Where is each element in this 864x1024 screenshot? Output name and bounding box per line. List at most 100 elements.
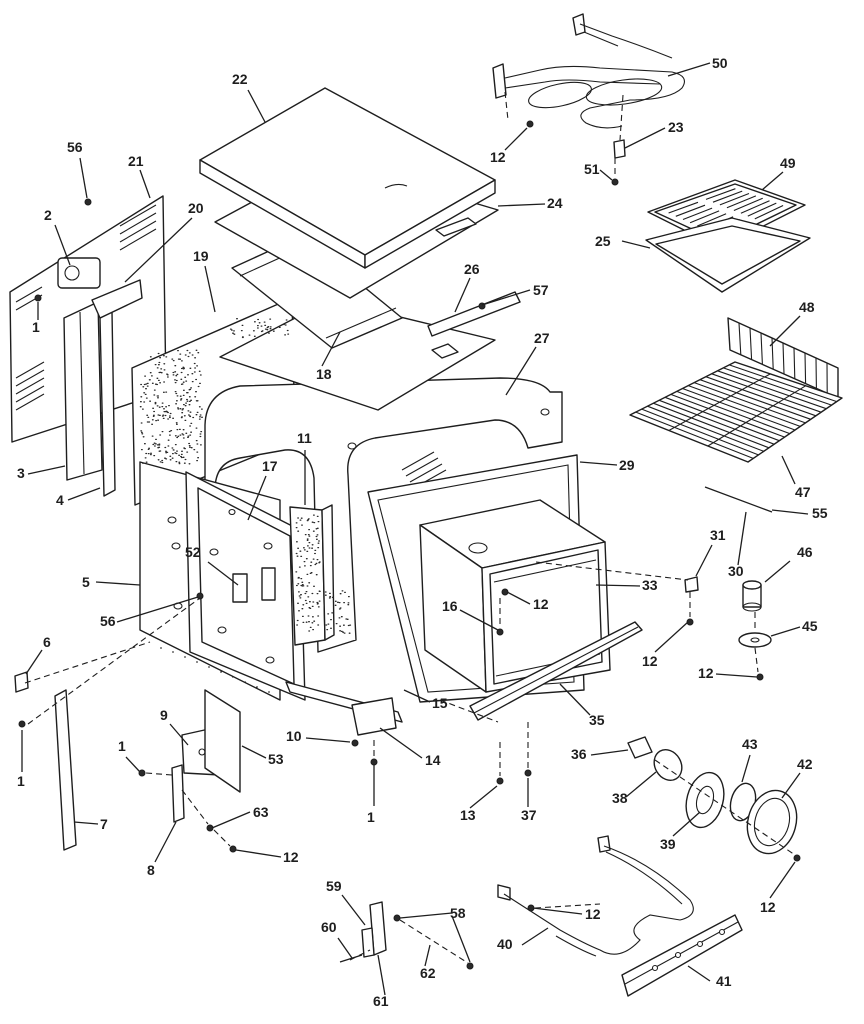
leader-line bbox=[715, 673, 758, 678]
leader-line bbox=[241, 745, 267, 759]
callout-label: 59 bbox=[326, 878, 342, 894]
screw bbox=[34, 294, 42, 302]
assembly-line bbox=[24, 641, 151, 684]
mounting-hole bbox=[265, 656, 275, 664]
callout-label: 20 bbox=[188, 200, 204, 216]
wrapper-hole bbox=[347, 442, 357, 450]
screw bbox=[393, 914, 401, 922]
liner-opening bbox=[489, 549, 603, 685]
callout-label: 3 bbox=[17, 465, 25, 481]
bracket-hole bbox=[674, 951, 682, 959]
callout-label: 50 bbox=[712, 55, 728, 71]
callout-label: 33 bbox=[642, 577, 658, 593]
leader-line bbox=[25, 649, 43, 675]
broil-element-rods bbox=[504, 23, 685, 129]
callout-label: 49 bbox=[780, 155, 796, 171]
assembly-line bbox=[504, 91, 509, 121]
callout-label: 60 bbox=[321, 919, 337, 935]
insulation-block-side bbox=[321, 504, 335, 641]
callout-label: 53 bbox=[268, 751, 284, 767]
callout-label: 56 bbox=[100, 613, 116, 629]
callout-label: 14 bbox=[425, 752, 441, 768]
leader-line bbox=[654, 621, 689, 653]
wrapper-hole bbox=[540, 408, 550, 416]
top-panel-side-edge bbox=[364, 179, 496, 269]
bracket-hole bbox=[696, 940, 704, 948]
leader-line bbox=[337, 937, 353, 959]
terminal-hole bbox=[64, 265, 80, 281]
leader-line bbox=[672, 811, 701, 837]
leader-line bbox=[79, 157, 88, 199]
leader-line bbox=[247, 89, 266, 123]
leader-line bbox=[770, 626, 801, 637]
broil-element-loop bbox=[528, 81, 592, 109]
screw bbox=[496, 777, 504, 785]
element-bracket bbox=[613, 139, 626, 159]
rack-support-clip bbox=[684, 576, 699, 593]
callout-label: 5 bbox=[82, 574, 90, 590]
leader-line bbox=[504, 127, 528, 151]
leader-line bbox=[737, 511, 747, 566]
callout-labels: 22 50 12 23 51 49 56 21 20 2 24 25 19 26… bbox=[17, 55, 828, 1009]
callout-label: 19 bbox=[193, 248, 209, 264]
callout-label: 56 bbox=[67, 139, 83, 155]
callout-label: 48 bbox=[799, 299, 815, 315]
oven-rack bbox=[629, 317, 843, 463]
assembly-line bbox=[654, 759, 796, 856]
mounting-hole bbox=[209, 548, 219, 556]
screw bbox=[466, 962, 474, 970]
leader-line bbox=[481, 289, 531, 306]
screw bbox=[18, 720, 26, 728]
front-trim-bead bbox=[473, 626, 639, 714]
leader-line bbox=[769, 315, 801, 347]
leader-line bbox=[590, 749, 629, 756]
assembly-line bbox=[181, 789, 209, 825]
bake-element-terminal bbox=[597, 835, 611, 853]
screw bbox=[686, 618, 694, 626]
rear-panel-vents bbox=[15, 204, 157, 411]
callout-label: 1 bbox=[118, 738, 126, 754]
callout-label: 37 bbox=[521, 807, 537, 823]
broil-element-terminal bbox=[572, 13, 586, 36]
leader-line bbox=[235, 849, 282, 858]
lamp-socket bbox=[627, 736, 653, 759]
leader-line bbox=[54, 224, 71, 266]
light-housing-top bbox=[742, 580, 762, 590]
leader-line bbox=[169, 723, 189, 746]
callout-label: 15 bbox=[432, 695, 448, 711]
callout-label: 12 bbox=[585, 906, 601, 922]
leader-line bbox=[67, 487, 101, 501]
callout-label: 62 bbox=[420, 965, 436, 981]
callout-label: 43 bbox=[742, 736, 758, 752]
leader-line bbox=[497, 203, 546, 207]
callout-label: 7 bbox=[100, 816, 108, 832]
screw bbox=[524, 769, 532, 777]
callout-label: 12 bbox=[760, 899, 776, 915]
broiler-pan bbox=[645, 217, 811, 293]
leader-line bbox=[139, 169, 151, 199]
panel-cutout-right bbox=[261, 567, 276, 601]
lamp-bulb bbox=[653, 748, 683, 782]
leader-line bbox=[377, 954, 386, 996]
leader-line bbox=[211, 811, 251, 829]
callout-label: 57 bbox=[533, 282, 549, 298]
bracket-hole bbox=[718, 928, 726, 936]
wrapper-vents bbox=[401, 451, 447, 489]
callout-label: 40 bbox=[497, 936, 513, 952]
mounting-hole bbox=[228, 508, 236, 516]
assembly-line bbox=[399, 919, 469, 964]
callout-label: 22 bbox=[232, 71, 248, 87]
light-housing-base bbox=[742, 602, 762, 612]
callout-label: 1 bbox=[32, 319, 40, 335]
broil-element-loop bbox=[585, 78, 663, 106]
callout-label: 52 bbox=[185, 544, 201, 560]
bake-element-wire bbox=[555, 851, 683, 957]
callout-label: 13 bbox=[460, 807, 476, 823]
panel-clip bbox=[14, 671, 29, 693]
leader-line bbox=[687, 965, 711, 982]
assembly-line bbox=[349, 949, 371, 961]
callout-label: 29 bbox=[619, 457, 635, 473]
leader-lines bbox=[21, 62, 809, 996]
cabinet-wrapper bbox=[204, 377, 563, 653]
liner-flange-inner-edge bbox=[377, 464, 575, 693]
